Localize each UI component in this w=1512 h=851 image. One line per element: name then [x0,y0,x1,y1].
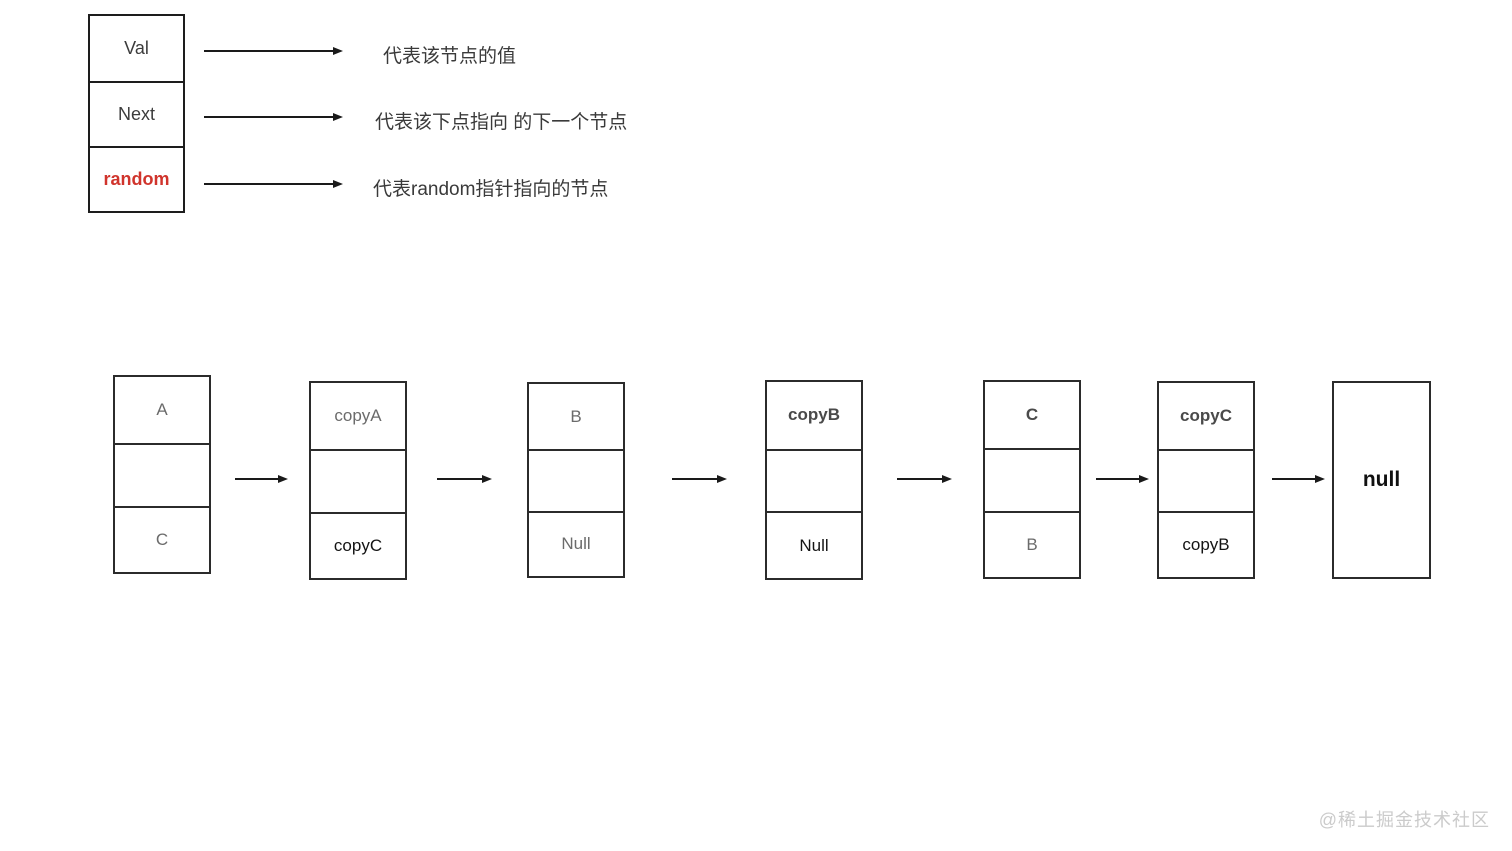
node-next-cell [985,450,1079,513]
node-val-label: copyB [788,405,840,425]
next-arrow-icon [897,475,952,483]
node-random-label: Null [561,534,591,554]
node-random-label: copyB [1182,534,1230,554]
node-b: B Null [527,382,625,578]
legend-cell-val: Val [90,16,183,81]
node-val-label: A [156,400,168,420]
legend-desc-val: 代表该节点的值 [383,46,517,67]
node-random-cell: B [985,513,1079,577]
node-null-label: null [1362,468,1401,491]
node-c: C B [983,380,1081,579]
next-arrow-icon [437,475,492,483]
node-val-cell: A [115,377,209,446]
watermark-text: @稀土掘金技术社区 [1318,810,1490,830]
legend-random-label: random [103,169,170,189]
node-val-cell: C [985,382,1079,451]
node-random-cell: copyB [1159,513,1253,577]
node-random-cell: Null [529,513,623,576]
node-random-cell: C [115,508,209,572]
node-copy-c: copyC copyB [1157,381,1255,579]
node-copy-b: copyB Null [765,380,863,580]
next-arrow-icon [672,475,727,483]
node-copy-a: copyA copyC [309,381,407,580]
legend-desc-random: 代表random指针指向的节点 [373,179,609,200]
node-next-cell [767,451,861,514]
next-arrow-icon [1272,475,1325,483]
node-val-cell: copyA [311,383,405,452]
legend-cell-next: Next [90,81,183,146]
node-val-label: C [1025,405,1039,425]
next-arrow-icon [235,475,288,483]
legend-arrow-icon [204,180,343,188]
node-val-cell: B [529,384,623,452]
legend-arrow-icon [204,47,343,55]
legend-arrow-icon [204,113,343,121]
node-random-cell: Null [767,513,861,578]
node-val-cell: copyB [767,382,861,451]
legend-val-label: Val [124,38,149,58]
node-val-label: copyC [1180,405,1232,425]
node-random-label: C [155,529,169,549]
legend-cell-random: random [90,146,183,211]
legend-next-label: Next [117,104,155,124]
next-arrow-icon [1096,475,1149,483]
node-random-label: copyC [333,535,383,555]
legend-node-box: Val Next random [88,14,185,213]
node-random-cell: copyC [311,514,405,578]
legend-desc-next: 代表该下点指向 的下一个节点 [375,112,628,133]
node-next-cell [529,451,623,513]
node-val-label: copyA [334,406,382,426]
node-val-label: B [570,406,582,426]
node-random-label: Null [799,535,829,555]
node-random-label: B [1026,534,1038,554]
node-next-cell [115,445,209,508]
node-null: null [1332,381,1431,579]
node-next-cell [311,451,405,514]
node-val-cell: copyC [1159,383,1253,451]
node-next-cell [1159,451,1253,513]
node-a: A C [113,375,211,574]
